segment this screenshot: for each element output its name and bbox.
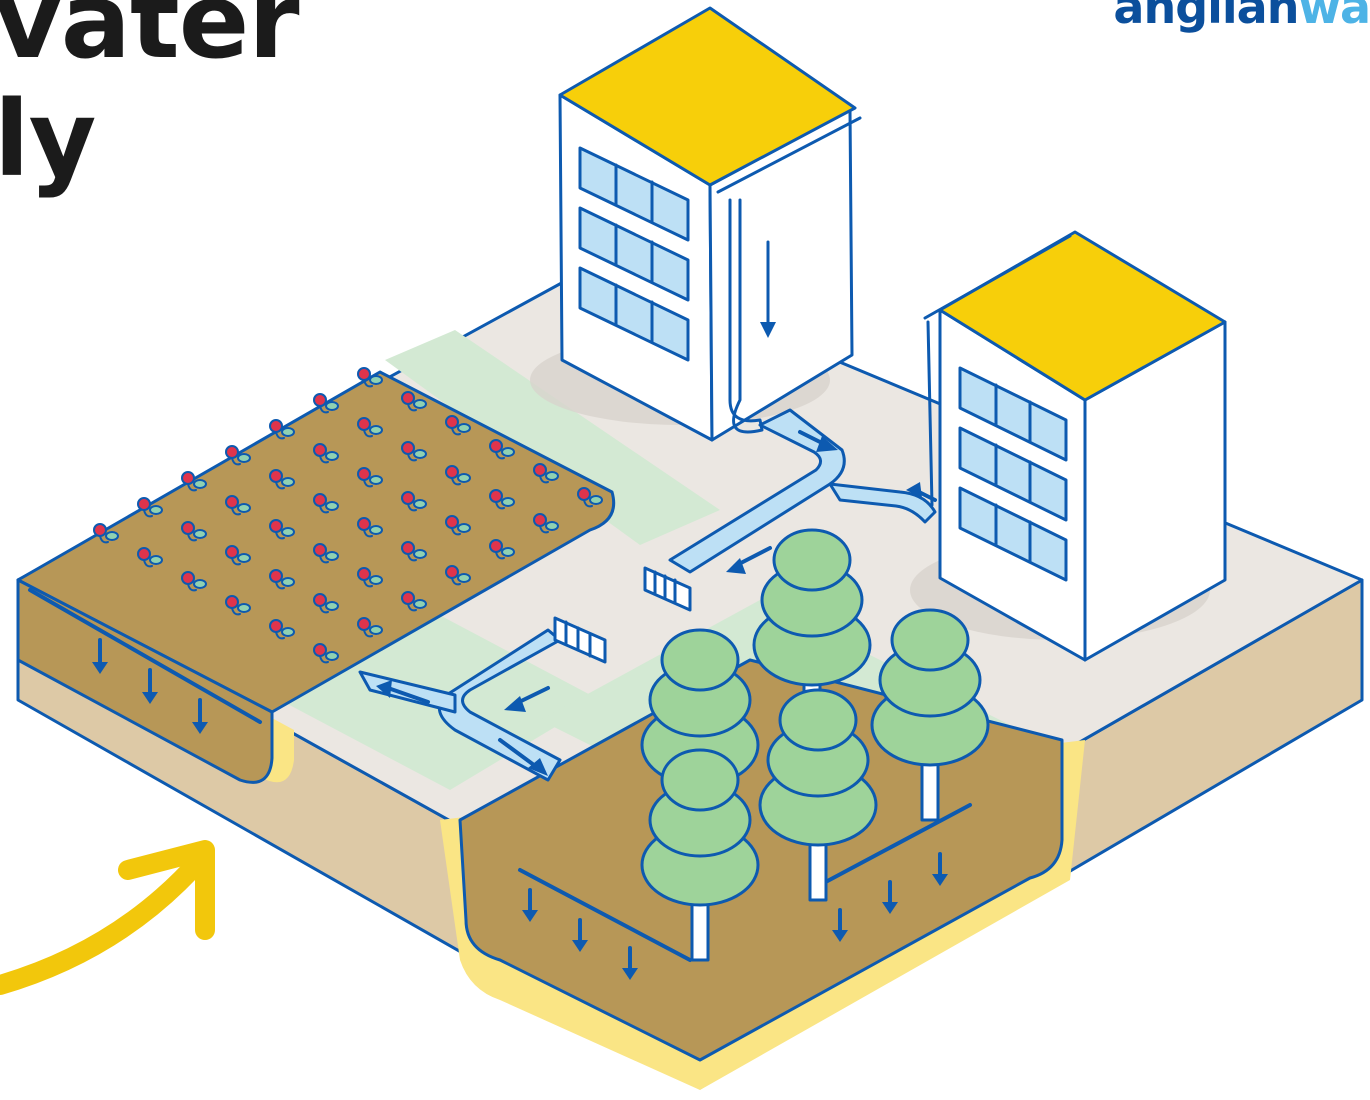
grass-strip-top: [385, 330, 720, 545]
headline-line-2: ly: [0, 78, 96, 200]
plant: [357, 467, 383, 488]
building-right: [923, 230, 1227, 662]
plant: [225, 545, 251, 566]
field-plants: [93, 367, 603, 664]
building-left-roof: [558, 6, 857, 187]
plant: [445, 465, 471, 486]
plant: [401, 591, 427, 612]
tree: [758, 688, 878, 902]
plant: [225, 445, 251, 466]
infiltration-arrows-left: [28, 588, 262, 734]
plant: [313, 443, 339, 464]
plant: [357, 517, 383, 538]
plant: [225, 595, 251, 616]
plant: [489, 439, 515, 460]
rill-from-left-building: [668, 408, 846, 574]
plant: [533, 463, 559, 484]
plant: [445, 565, 471, 586]
plant: [313, 543, 339, 564]
field-bed: [16, 370, 616, 784]
headline: vater ly: [0, 0, 300, 200]
plant: [357, 417, 383, 438]
plant: [401, 491, 427, 512]
headline-line-1: vater: [0, 0, 300, 82]
anglian-water-logo: anglianwa: [1113, 0, 1370, 34]
plant: [313, 393, 339, 414]
yellow-pointer-arrow: [0, 840, 215, 995]
field-bed-front: [16, 578, 274, 784]
downpipe-left: [716, 116, 862, 434]
plant: [577, 487, 603, 508]
building-right-windows: [958, 366, 1068, 582]
infiltration-arrows-right: [518, 803, 972, 980]
plant: [489, 489, 515, 510]
plant: [137, 547, 163, 568]
plant: [313, 493, 339, 514]
plant: [401, 391, 427, 412]
plant: [137, 497, 163, 518]
plant: [445, 415, 471, 436]
plant: [401, 441, 427, 462]
rill-to-left-field: [358, 670, 457, 714]
plant: [357, 567, 383, 588]
plant: [401, 541, 427, 562]
plant: [313, 643, 339, 664]
plant: [269, 569, 295, 590]
tree: [870, 608, 990, 822]
tree: [752, 528, 872, 742]
plant: [181, 471, 207, 492]
plant: [313, 593, 339, 614]
plant: [269, 619, 295, 640]
plant: [445, 515, 471, 536]
plant: [225, 495, 251, 516]
plant: [533, 513, 559, 534]
drainage-grates: [553, 566, 692, 664]
plant: [269, 419, 295, 440]
plant: [269, 469, 295, 490]
downpipe-right: [923, 234, 1072, 507]
building-left: [558, 6, 862, 442]
plant: [269, 519, 295, 540]
plant: [93, 523, 119, 544]
plant: [357, 367, 383, 388]
plant: [181, 521, 207, 542]
tree: [640, 748, 760, 962]
trees: [640, 528, 990, 962]
plant: [357, 617, 383, 638]
building-left-windows: [578, 146, 690, 362]
rill-from-right-building: [828, 482, 937, 524]
plant: [489, 539, 515, 560]
plant: [181, 571, 207, 592]
rill-channels: [358, 408, 937, 782]
field-bed-top: [16, 370, 616, 714]
